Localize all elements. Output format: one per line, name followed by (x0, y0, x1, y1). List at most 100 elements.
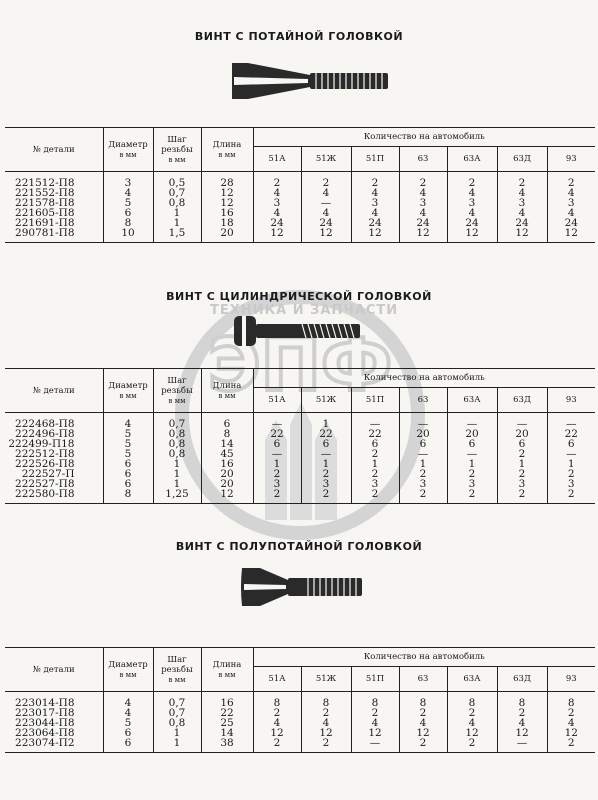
value-cell: — (446, 449, 497, 459)
value-cell: 8 (398, 691, 447, 708)
value-cell: 22 (546, 429, 595, 439)
part-number-cell: 221605-П8 (15, 207, 75, 219)
value-cell: 8 (496, 691, 547, 708)
value-cell: 0,5 (152, 171, 201, 188)
value-cell: 1 (350, 459, 399, 469)
value-cell: 2 (252, 171, 301, 188)
value-cell: — (496, 412, 547, 429)
value-cell: 1,25 (152, 489, 201, 504)
header-model: 63Д (496, 387, 547, 413)
value-cell: 14 (200, 439, 253, 449)
header-model: 63 (398, 146, 447, 172)
value-cell: 20 (398, 429, 447, 439)
value-cell: 0,8 (152, 449, 201, 459)
value-cell: 4 (446, 208, 497, 218)
value-cell: — (300, 198, 351, 208)
value-cell: 3 (350, 479, 399, 489)
value-cell: 2 (252, 708, 301, 718)
watermark-text: ТЕХНИКА И ЗАПЧАСТИ (210, 303, 399, 318)
header-text: в мм (119, 150, 137, 159)
value-cell: 2 (496, 171, 547, 188)
value-cell: 4 (102, 708, 153, 718)
value-cell: 12 (546, 728, 595, 738)
value-cell: 2 (398, 469, 447, 479)
part-number-cell: 221512-П8 (15, 177, 75, 189)
header-model: 93 (546, 387, 595, 413)
value-cell: 1 (152, 738, 201, 753)
header-text: в мм (119, 670, 137, 679)
value-cell: 4 (300, 188, 351, 198)
part-number-cell: 221578-П8 (15, 197, 75, 209)
value-cell: 22 (200, 708, 253, 718)
header-model: 63А (446, 387, 497, 413)
cylindrical-screw-illustration (234, 316, 360, 346)
value-cell: 8 (252, 691, 301, 708)
value-cell: 4 (496, 718, 547, 728)
header-model: 93 (546, 666, 595, 692)
value-cell: 2 (446, 171, 497, 188)
value-cell: 1 (152, 728, 201, 738)
value-cell: 6 (102, 728, 153, 738)
part-number-cell: 222527-П8 (15, 478, 75, 490)
value-cell: 0,7 (152, 188, 201, 198)
header-model: 51А (252, 666, 301, 692)
value-cell: 8 (200, 429, 253, 439)
value-cell: 4 (252, 208, 301, 218)
value-cell: 1 (446, 459, 497, 469)
value-cell: 22 (300, 429, 351, 439)
value-cell: 6 (252, 439, 301, 449)
value-cell: 4 (252, 188, 301, 198)
header-model: 63А (446, 146, 497, 172)
part-number-cell: 222499-П18 (8, 438, 75, 450)
value-cell: 2 (252, 489, 301, 504)
value-cell: 24 (252, 218, 301, 228)
value-cell: 2 (300, 489, 351, 504)
header-qty-group: Количество на автомобиль (252, 647, 595, 667)
value-cell: 2 (398, 708, 447, 718)
value-cell: 2 (446, 738, 497, 753)
part-number-cell: 223017-П8 (15, 707, 75, 719)
header-model: 51А (252, 387, 301, 413)
value-cell: 2 (350, 171, 399, 188)
part-number-cell: 223074-П2 (5, 738, 103, 753)
value-cell: 1 (152, 469, 201, 479)
value-cell: 8 (446, 691, 497, 708)
part-number-cell: 222526-П8 (15, 458, 75, 470)
part-number-cell: 223044-П8 (15, 717, 75, 729)
value-cell: 3 (446, 479, 497, 489)
value-cell: 0,8 (152, 429, 201, 439)
header-text: Длина (212, 659, 242, 670)
value-cell: — (252, 449, 301, 459)
header-part-no: № детали (5, 647, 103, 692)
part-number-cell: 221552-П8 (15, 187, 75, 199)
value-cell: 4 (496, 188, 547, 198)
value-cell: 1 (546, 459, 595, 469)
value-cell: 3 (546, 198, 595, 208)
value-cell: 6 (300, 439, 351, 449)
header-text: Шаг резьбы (161, 134, 193, 155)
header-text: Диаметр (108, 380, 148, 391)
value-cell: 12 (300, 728, 351, 738)
value-cell: 24 (300, 218, 351, 228)
value-cell: 2 (300, 738, 351, 753)
part-number-cell: 222496-П8 (15, 428, 75, 440)
header-text: Диаметр (108, 659, 148, 670)
value-cell: 1 (152, 479, 201, 489)
value-cell: 5 (102, 198, 153, 208)
value-cell: 3 (398, 198, 447, 208)
value-cell: — (398, 412, 447, 429)
header-text: в мм (168, 155, 186, 164)
header-model: 51П (350, 146, 399, 172)
value-cell: — (300, 449, 351, 459)
header-text: Длина (212, 380, 242, 391)
